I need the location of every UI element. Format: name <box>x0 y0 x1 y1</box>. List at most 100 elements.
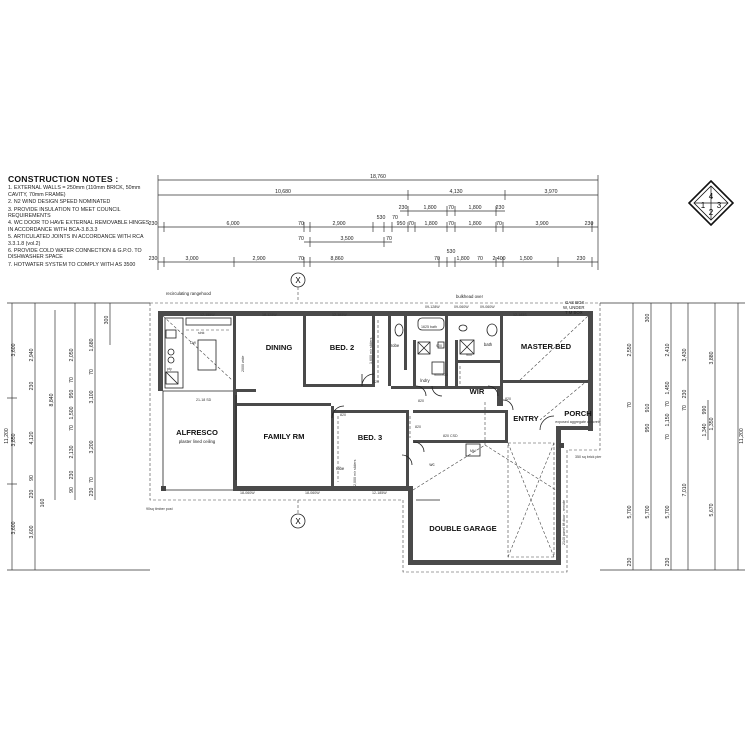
dim-right6-2: 1,340 <box>702 423 708 436</box>
window-label: 12-185W <box>332 313 347 317</box>
dim-row4-a: 230 <box>149 256 158 262</box>
dim-right4-3: 70 <box>682 405 688 411</box>
dim-right2-2: 910 <box>645 404 651 413</box>
dim-left-in2-2: 70 <box>69 377 75 383</box>
dim-row3-n: 230 <box>585 221 594 227</box>
room-garage: DOUBLE GARAGE <box>429 524 497 533</box>
label-manhole: MH <box>470 449 476 453</box>
window-label: 18-060W <box>240 491 255 495</box>
window-label: 18-125W <box>262 313 277 317</box>
dim-row4-f: 70 <box>434 256 440 262</box>
room-family: FAMILY RM <box>264 432 305 441</box>
orientation-compass-icon: 4 1 3 2 <box>688 180 734 226</box>
dim-left-in2-4: 1,500 <box>69 406 75 419</box>
window-label: 09-060W <box>480 305 495 309</box>
door-size: 820 <box>418 399 424 403</box>
kitchen-fixtures <box>164 317 232 389</box>
dim-row4-k: 230 <box>577 256 586 262</box>
dim-row3-g: 950 <box>397 221 406 227</box>
label-bath: 1625 bath <box>421 325 437 329</box>
dim-row3-j: 70 <box>448 221 454 227</box>
compass-left: 1 <box>701 201 706 210</box>
room-ensuite: bath <box>484 342 493 347</box>
dim-row4-h: 70 <box>477 256 483 262</box>
dim-right5-3: 5,670 <box>709 503 715 516</box>
label-sink: sink <box>198 331 205 335</box>
room-robe2: robe <box>336 466 345 471</box>
dim-left-mid-6: 3,600 <box>29 525 35 538</box>
dim-right1-4: 230 <box>627 558 633 567</box>
dim-right2-4: 5,700 <box>645 505 651 518</box>
dim-row1-a: 10,680 <box>275 189 291 195</box>
dim-right3-7: 230 <box>665 558 671 567</box>
dim-row4-j: 1,500 <box>520 256 533 262</box>
dim-left-in3-6: 230 <box>89 488 95 497</box>
construction-notes-list: 1. EXTERNAL WALLS = 250mm (110mm BRICK, … <box>8 185 154 268</box>
dim-left-mid-2: 230 <box>29 382 35 391</box>
note-wide: 2000 wide <box>241 356 245 372</box>
dim-right3-5: 70 <box>665 434 671 440</box>
dim-left-in2-7: 230 <box>69 471 75 480</box>
label-shower: 900 <box>436 344 442 348</box>
dim-row3-k: 1,800 <box>469 221 482 227</box>
window-label: 09-128W <box>425 305 440 309</box>
note-rangehood: recirculating rangehood <box>166 291 212 296</box>
dim-right2-1: 300 <box>645 314 651 323</box>
dim-left-outer-1: 3,600 <box>11 343 17 356</box>
room-porch-note: exposed aggregate concrete <box>555 420 601 424</box>
dim-row2-e: 230 <box>496 205 505 211</box>
dim-right3-1: 2,410 <box>665 343 671 356</box>
dim-right1-2: 70 <box>627 402 633 408</box>
note-item: 2. N2 WIND DESIGN SPEED NOMINATED <box>8 199 111 206</box>
dim-row4-b: 3,000 <box>186 256 199 262</box>
dim-right3-4: 1,150 <box>665 413 671 426</box>
dim-right4-4: 7,010 <box>682 483 688 496</box>
dim-row4-i: 2,400 <box>493 256 506 262</box>
note-robe-doors: 1,600 mir sliders <box>369 337 373 364</box>
dim-right5-1: 3,880 <box>709 351 715 364</box>
dim-row3-e: 530 <box>377 215 386 221</box>
dim-left-outer-2: 3,850 <box>11 433 17 446</box>
room-laundry: lndry <box>420 378 430 383</box>
window-label: 12-185S <box>513 313 527 317</box>
right-dimensions: 11,200 2,550 70 5,700 230 300 910 950 5,… <box>600 302 745 571</box>
dim-row3-a: 230 <box>149 221 158 227</box>
compass-top: 4 <box>709 192 714 201</box>
room-entry: ENTRY <box>513 414 538 423</box>
dim-overall-width: 18,760 <box>370 174 386 180</box>
dim-left-in3-4: 3,200 <box>89 440 95 453</box>
dim-row3b-b: 3,500 <box>341 236 354 242</box>
dim-row3-i: 1,800 <box>425 221 438 227</box>
note-bulkhead: bulkhead over <box>456 294 484 299</box>
door-swings <box>331 373 555 466</box>
grid-marker-top: X <box>290 272 306 300</box>
dim-row3-f: 70 <box>392 215 398 221</box>
label-pantry: pty <box>167 367 172 371</box>
dim-row4-extra: 530 <box>447 249 456 255</box>
room-wc: wc <box>429 462 435 467</box>
dim-right2-3: 950 <box>645 424 651 433</box>
window-label: 18-060W <box>305 491 320 495</box>
dim-row2-c: 70 <box>448 205 454 211</box>
room-porch: PORCH <box>564 409 591 418</box>
room-robe: robe <box>391 343 400 348</box>
note-brick-pier: 350 sq brick pier <box>575 455 602 459</box>
note-robe-doors2: 2,000 mir sliders <box>353 459 357 486</box>
room-bed3: BED. 3 <box>358 433 382 442</box>
room-bed2: BED. 2 <box>330 343 354 352</box>
dim-row4-c: 2,900 <box>253 256 266 262</box>
label-shower: 900 <box>466 353 472 357</box>
room-dining: DINING <box>266 343 293 352</box>
note-item: 5. ARTICULATED JOINTS IN ACCORDANCE WITH… <box>8 234 144 247</box>
top-dimensions: 18,760 10,680 4,130 3,970 230 1,800 70 1… <box>149 174 599 270</box>
room-wir: WIR <box>470 387 485 396</box>
note-item: 7. HOTWATER SYSTEM TO COMPLY WITH AS 350… <box>8 261 136 268</box>
dim-row4-d: 70 <box>298 256 304 262</box>
note-item: 6. PROVIDE COLD WATER CONNECTION & G.P.O… <box>8 248 142 261</box>
note-garage-door: 2140 panel lift door - remote <box>562 500 566 545</box>
door-size: 820 <box>340 413 346 417</box>
grid-marker-bottom-label: X <box>295 517 301 526</box>
dim-right3-2: 1,450 <box>665 381 671 394</box>
dim-left-in5-1: 160 <box>40 499 46 508</box>
